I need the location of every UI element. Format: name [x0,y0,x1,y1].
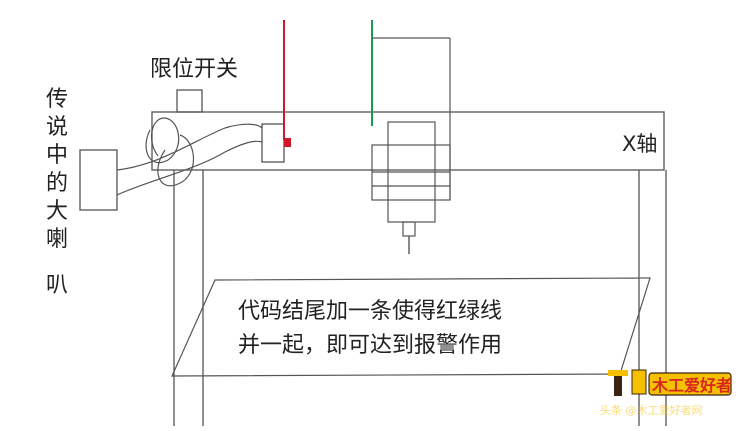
wire-loop-1 [145,117,180,164]
horn-char-4: 大 [46,199,68,224]
watermark-logo: 木工爱好者 [608,369,732,396]
horn-label: 传 说 中 的 大 喇 叭 [46,87,68,298]
x-axis-label: X轴 [622,132,657,156]
horn-box [79,149,118,211]
limit-switch-body [261,123,285,163]
horn-wire-upper [116,123,263,171]
horn-char-0: 传 [46,87,68,112]
limit-switch-cap [176,89,203,113]
limit-switch-label: 限位开关 [150,57,238,82]
wire-loop-2 [157,134,195,187]
limit-switch-red-contact [284,138,291,147]
horn-char-2: 中 [46,143,68,168]
horn-char-6: 叭 [46,273,68,298]
horn-char-5: 喇 [46,227,68,252]
watermark-caption: 头条 @木工爱好者网 [600,403,703,417]
note-parallelogram [171,277,651,377]
logo-text: 木工爱好者 [651,376,732,395]
logo-saw-block [631,369,647,395]
horn-wire-lower [116,140,263,196]
x-axis-beam [151,111,665,171]
note-line-1: 代码结尾加一条使得红绿线 [238,299,502,324]
horn-char-1: 说 [46,115,68,140]
logo-hammer-handle [614,376,622,396]
horn-char-3: 的 [46,171,68,196]
logo-hammer-head [608,370,628,376]
spindle-collet [402,221,416,237]
note-line-2: 并一起，即可达到报警作用 [238,333,502,358]
logo-text-bg [648,372,732,396]
